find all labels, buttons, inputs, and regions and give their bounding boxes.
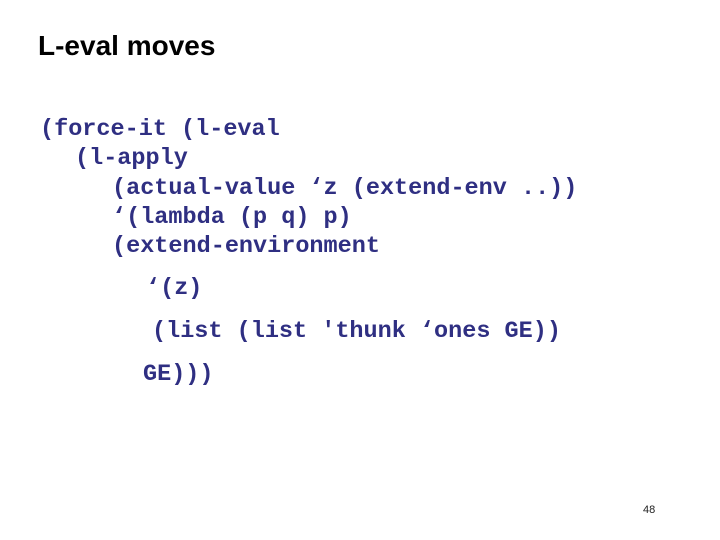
code-line: (list (list 'thunk ‘ones GE)): [152, 318, 561, 345]
code-line: GE))): [143, 361, 214, 388]
code-line: ‘(z): [146, 275, 203, 302]
code-line: ‘(lambda (p q) p): [112, 204, 352, 231]
code-line: (actual-value ‘z (extend-env ..)): [112, 175, 578, 202]
slide-title: L-eval moves: [38, 30, 216, 61]
page-number: 48: [643, 504, 656, 516]
code-line: (force-it (l-eval: [40, 116, 280, 143]
code-line: (extend-environment: [112, 233, 380, 260]
code-line: (l-apply: [75, 145, 188, 172]
